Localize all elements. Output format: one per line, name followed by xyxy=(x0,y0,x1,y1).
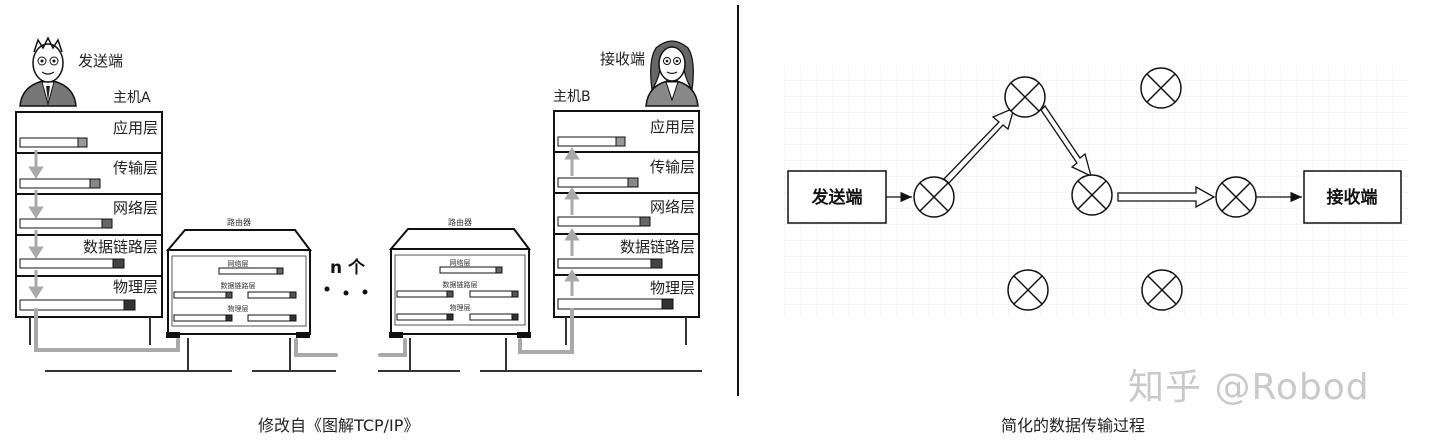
router-1-layer-datalink: 数据链路层 xyxy=(221,281,256,290)
sender-person-icon xyxy=(19,36,77,107)
host-b-layer-application: 应用层 xyxy=(650,118,695,136)
receiver-box-label: 接收端 xyxy=(1327,187,1378,208)
host-b-label: 主机B xyxy=(553,89,591,105)
receiver-person-icon xyxy=(645,40,699,107)
host-b-layer-physical: 物理层 xyxy=(650,279,695,297)
ellipsis-dots xyxy=(324,286,368,296)
router-count-label: n 个 xyxy=(330,257,366,278)
host-a-stack: 应用层 传输层 网络层 数据链路层 物理层 xyxy=(15,111,163,318)
crossed-circle-icon xyxy=(1004,76,1046,118)
sender-label: 发送端 xyxy=(78,52,123,70)
host-a-layer-datalink: 数据链路层 xyxy=(83,238,158,256)
sender-box: 发送端 xyxy=(787,170,887,224)
host-a-layer-physical: 物理层 xyxy=(113,278,158,296)
router-2-layer-datalink: 数据链路层 xyxy=(443,280,478,289)
host-b-layer-datalink: 数据链路层 xyxy=(620,238,695,256)
router-1-layer-physical: 物理层 xyxy=(228,304,249,313)
router-2-layer-network: 网络层 xyxy=(450,258,471,267)
router-2-layer-physical: 物理层 xyxy=(450,303,471,312)
watermark: 知乎 @Robod xyxy=(1128,367,1370,408)
host-a-layer-application: 应用层 xyxy=(113,119,158,137)
host-a-label: 主机A xyxy=(113,90,151,106)
receiver-label: 接收端 xyxy=(600,50,645,68)
left-caption: 修改自《图解TCP/IP》 xyxy=(258,416,420,435)
host-a-layer-network: 网络层 xyxy=(113,199,158,217)
receiver-box: 接收端 xyxy=(1303,170,1402,224)
host-b-stack: 应用层 传输层 网络层 数据链路层 物理层 xyxy=(553,110,700,318)
hollow-path-arrows xyxy=(943,104,1216,209)
host-legs xyxy=(29,317,687,345)
crossed-circle-icon xyxy=(1141,269,1183,311)
router-1: 路由器 网络层 数据链路层 物理层 xyxy=(165,217,312,371)
crossed-circle-icon xyxy=(1215,176,1257,218)
crossed-circle-icon xyxy=(1071,174,1113,216)
host-b-layer-network: 网络层 xyxy=(650,198,695,216)
host-b-layer-transport: 传输层 xyxy=(650,158,695,176)
router-2: 路由器 网络层 数据链路层 物理层 xyxy=(388,217,531,371)
crossed-circle-icon xyxy=(913,176,955,218)
crossed-circle-icon xyxy=(1140,67,1182,109)
router-2-title: 路由器 xyxy=(448,217,472,227)
crossed-circle-icon xyxy=(1007,269,1049,311)
host-a-layer-transport: 传输层 xyxy=(113,159,158,177)
right-caption: 简化的数据传输过程 xyxy=(1001,416,1146,435)
router-1-title: 路由器 xyxy=(227,217,251,227)
signal-path xyxy=(34,308,574,357)
node-group xyxy=(913,67,1257,311)
router-1-layer-network: 网络层 xyxy=(228,259,249,268)
sender-box-label: 发送端 xyxy=(811,187,863,208)
